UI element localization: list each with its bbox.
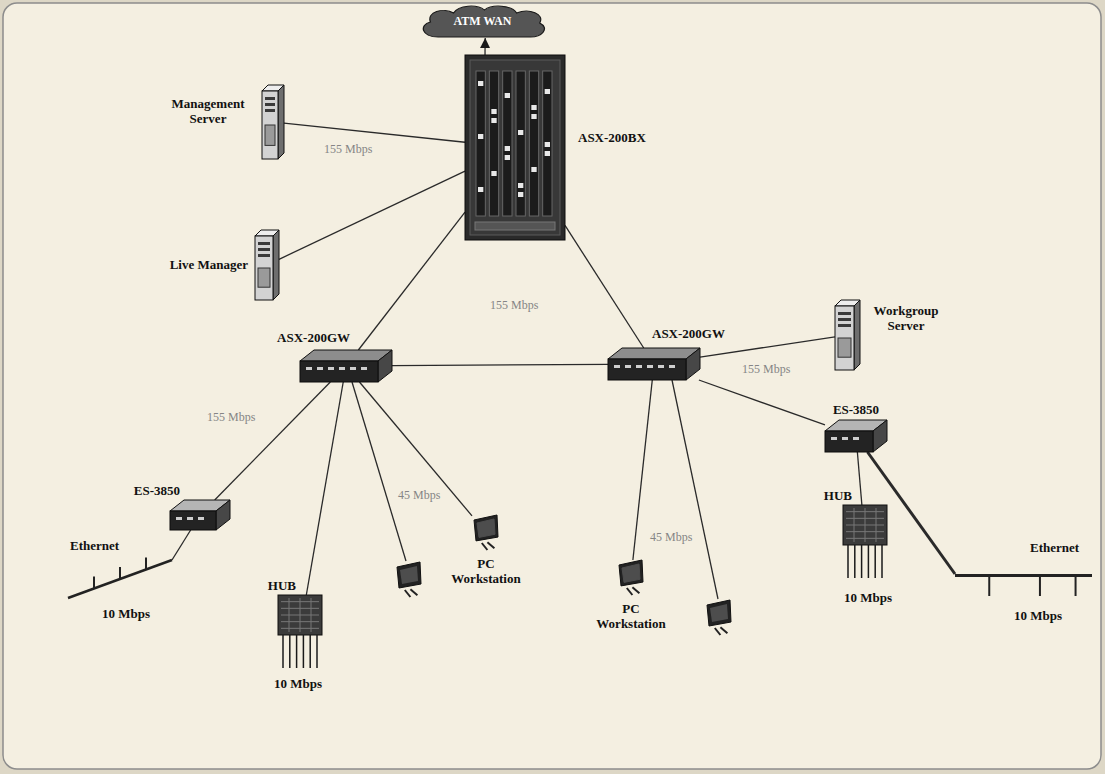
link-line bbox=[484, 38, 486, 55]
device-label: Ethernet bbox=[1030, 540, 1095, 555]
device-label: ATM WAN bbox=[415, 4, 550, 38]
ethernet-switch: ES-3850 bbox=[170, 500, 230, 530]
link-line bbox=[392, 364, 608, 365]
ethernet-bus-drawing bbox=[955, 574, 1092, 600]
data-rate-label: 10 Mbps bbox=[100, 606, 152, 621]
link-line bbox=[358, 212, 465, 350]
atm-switch: ASX-200BX bbox=[465, 55, 565, 240]
atm-switch: ASX-200GW bbox=[608, 348, 700, 380]
hub-icon: HUB bbox=[278, 595, 322, 668]
link-line bbox=[306, 382, 343, 595]
workstation-icon bbox=[397, 562, 421, 597]
device-label: HUB bbox=[240, 578, 296, 593]
link-line bbox=[215, 382, 331, 500]
link-line bbox=[565, 225, 644, 348]
link-line bbox=[699, 380, 825, 425]
device-label: PC Workstation bbox=[591, 601, 671, 631]
data-rate-label: 45 Mbps bbox=[396, 488, 442, 502]
link-line bbox=[352, 382, 406, 561]
workstation-icon-drawing bbox=[617, 560, 645, 595]
workstation-icon bbox=[707, 600, 731, 635]
device-label: ASX-200GW bbox=[652, 326, 752, 341]
device-label: HUB bbox=[796, 488, 852, 503]
server-icon: Live Manager bbox=[255, 230, 279, 300]
device-label: PC Workstation bbox=[446, 556, 526, 586]
data-rate-label: 10 Mbps bbox=[842, 590, 894, 605]
hub-icon-drawing bbox=[278, 595, 322, 668]
link-line bbox=[857, 452, 862, 505]
server-icon-drawing bbox=[255, 230, 279, 300]
device-label: Live Manager bbox=[140, 257, 248, 272]
server-icon-drawing bbox=[835, 300, 860, 370]
workstation-icon: PC Workstation bbox=[472, 515, 500, 550]
atm-switch-drawing bbox=[608, 348, 700, 380]
data-rate-label: 10 Mbps bbox=[272, 676, 324, 691]
atm-switch-drawing bbox=[300, 350, 392, 382]
data-rate-label: 45 Mbps bbox=[648, 530, 694, 544]
device-label: ASX-200BX bbox=[578, 130, 678, 145]
ethernet-switch-drawing bbox=[170, 500, 230, 530]
hub-icon-drawing bbox=[843, 505, 887, 578]
server-icon-drawing bbox=[262, 85, 284, 159]
device-label: ES-3850 bbox=[821, 402, 891, 417]
workstation-icon-drawing bbox=[472, 515, 500, 550]
ethernet-switch-drawing bbox=[825, 420, 887, 452]
ethernet-switch: ES-3850 bbox=[825, 420, 887, 452]
link-line bbox=[279, 171, 465, 259]
device-label: Ethernet bbox=[70, 538, 140, 553]
device-label: ASX-200GW bbox=[250, 330, 350, 345]
data-rate-label: 155 Mbps bbox=[205, 410, 257, 424]
link-line bbox=[172, 530, 191, 560]
link-line bbox=[672, 380, 718, 599]
device-label: Workgroup Server bbox=[866, 303, 946, 333]
ethernet-bus-drawing bbox=[68, 560, 172, 600]
data-rate-label: 155 Mbps bbox=[488, 298, 540, 312]
link-line bbox=[284, 123, 465, 142]
atm-switch-drawing bbox=[465, 55, 565, 240]
hub-icon: HUB bbox=[843, 505, 887, 578]
device-label: ES-3850 bbox=[104, 483, 180, 498]
data-rate-label: 155 Mbps bbox=[740, 362, 792, 376]
ethernet-bus: Ethernet bbox=[955, 574, 1092, 600]
data-rate-label: 155 Mbps bbox=[322, 142, 374, 156]
server-icon: Management Server bbox=[262, 85, 284, 159]
network-cloud: ATM WAN bbox=[415, 4, 550, 38]
frame bbox=[3, 3, 1101, 769]
ethernet-bus: Ethernet bbox=[68, 560, 172, 600]
workstation-icon: PC Workstation bbox=[617, 560, 645, 595]
device-label: Management Server bbox=[160, 96, 256, 126]
server-icon: Workgroup Server bbox=[835, 300, 860, 370]
data-rate-label: 10 Mbps bbox=[1012, 608, 1064, 623]
link-line bbox=[359, 382, 472, 516]
atm-switch: ASX-200GW bbox=[300, 350, 392, 382]
